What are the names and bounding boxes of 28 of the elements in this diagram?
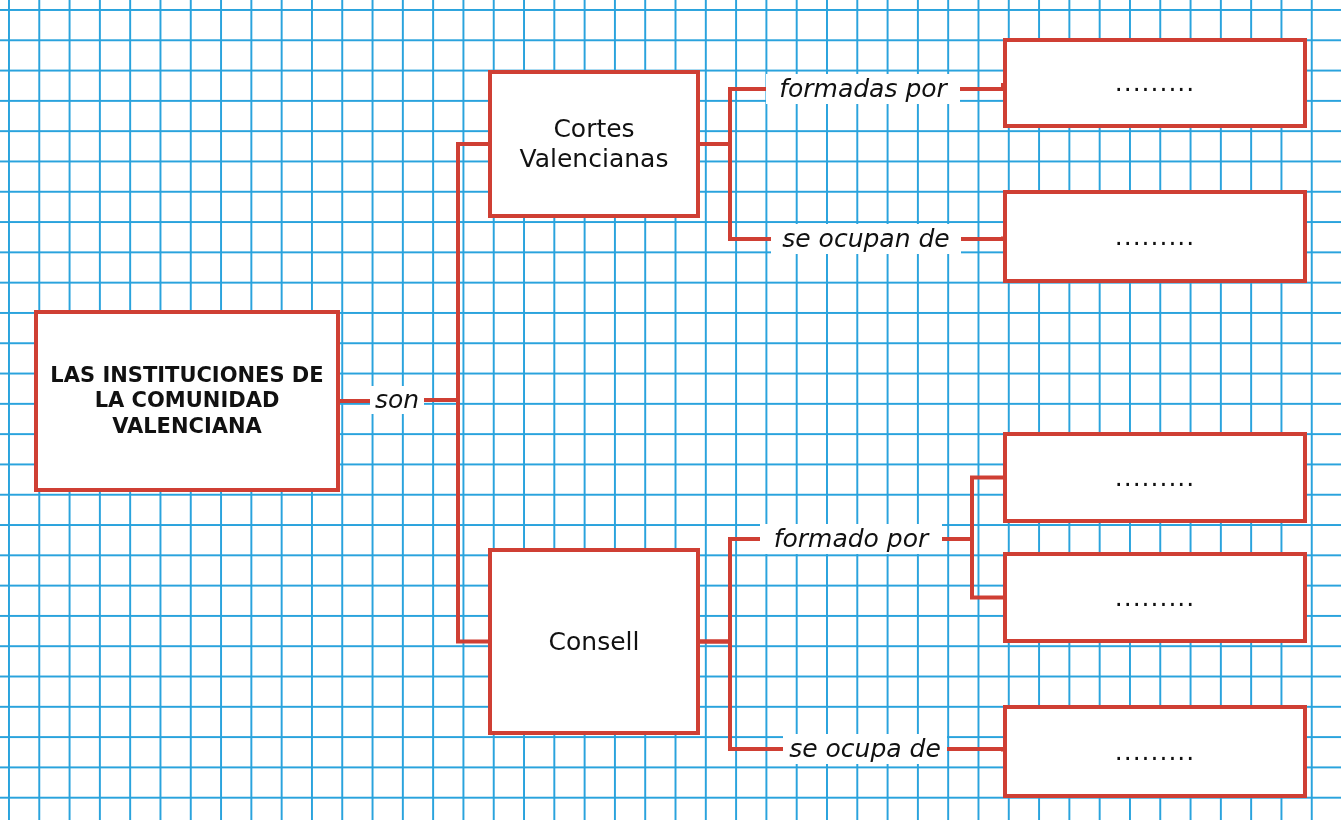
link-phrase: formado por	[773, 524, 929, 554]
answer-box	[1003, 38, 1307, 128]
concept-box	[488, 548, 700, 735]
title-box	[34, 310, 340, 492]
link-phrase: son	[374, 385, 420, 415]
link-phrase: se ocupan de	[782, 224, 950, 254]
placeholder-dots: .........	[1114, 462, 1196, 493]
concept-label: Consell	[548, 626, 640, 657]
connector-line	[700, 639, 783, 751]
link-phrase: se ocupa de	[789, 734, 941, 764]
placeholder-dots: .........	[1114, 582, 1196, 613]
connector-line	[947, 747, 1005, 752]
connector-line	[700, 142, 771, 241]
placeholder-dots: .........	[1114, 736, 1196, 767]
link-phrase: formadas por	[779, 74, 947, 104]
concept-label: LAS INSTITUCIONES DE LA COMUNIDAD VALENCIANA	[49, 363, 325, 439]
answer-box	[1003, 705, 1307, 798]
connector-line	[961, 236, 1005, 241]
connector-line	[340, 398, 372, 403]
answer-box	[1003, 190, 1307, 283]
placeholder-dots: .........	[1114, 68, 1196, 98]
concept-label: Cortes Valencianas	[518, 114, 670, 174]
connector-line	[942, 537, 1003, 600]
answer-box	[1003, 432, 1307, 523]
concept-box	[488, 70, 700, 218]
answer-box	[1003, 552, 1307, 643]
placeholder-dots: .........	[1114, 221, 1196, 252]
connector-line	[960, 83, 1005, 91]
